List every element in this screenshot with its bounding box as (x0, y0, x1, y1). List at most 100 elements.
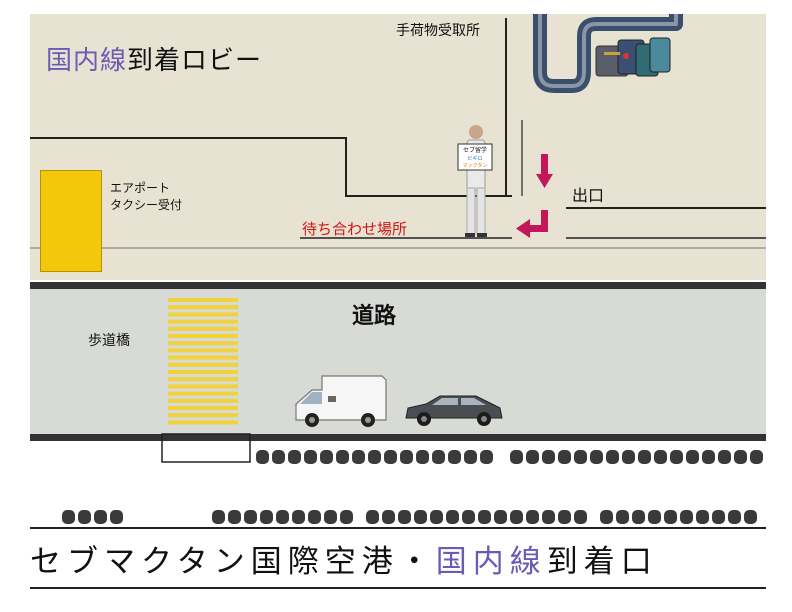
bollard (432, 450, 445, 464)
crosswalk-stripe (168, 398, 238, 403)
bollard (414, 510, 427, 524)
bollard (288, 450, 301, 464)
bollard (680, 510, 693, 524)
bollard (320, 450, 333, 464)
footer-title-suffix: 到着口 (546, 544, 658, 580)
sign-line-1: セブ留学 (463, 146, 487, 154)
meeting-point-label: 待ち合わせ場所 (302, 220, 408, 238)
crosswalk-stripe (168, 326, 238, 331)
exit-label: 出口 (572, 186, 605, 205)
bollard (304, 450, 317, 464)
footer-title-prefix: セブマクタン国際空港・ (30, 544, 436, 580)
bollard (744, 510, 757, 524)
crosswalk-stripe (168, 319, 238, 324)
bollard (702, 450, 715, 464)
taxi-label-line-1: エアポート (110, 181, 171, 195)
crosswalk-stripe (168, 370, 238, 374)
footer-title-accent: 国内線 (435, 544, 547, 580)
bollard (276, 510, 289, 524)
bollard (324, 510, 337, 524)
bollard (260, 510, 273, 524)
bollard (664, 510, 677, 524)
bollard (256, 450, 269, 464)
bollard (94, 510, 107, 524)
road-label: 道路 (352, 304, 397, 329)
bollard (606, 450, 619, 464)
bollard (638, 450, 651, 464)
bollard (212, 510, 225, 524)
white-van-icon (295, 375, 387, 427)
bollard (446, 510, 459, 524)
bollard (448, 450, 461, 464)
crosswalk-stripe (168, 298, 238, 302)
bollard (464, 450, 477, 464)
bollard (384, 450, 397, 464)
bollard (366, 510, 379, 524)
bollard (416, 450, 429, 464)
bollard (622, 450, 635, 464)
bollard (78, 510, 91, 524)
sign-line-3: マックタン (463, 162, 488, 169)
bollard (382, 510, 395, 524)
bollard (574, 450, 587, 464)
suitcases-icon (595, 37, 671, 77)
bollard (272, 450, 285, 464)
crosswalk-stripe (168, 391, 238, 396)
pedestrian-bridge-base (161, 433, 251, 463)
bollard (712, 510, 725, 524)
bollard (670, 450, 683, 464)
lobby-title-rest: 到着ロビー (127, 46, 263, 76)
greeter-person-icon (465, 125, 487, 237)
bollard (574, 510, 587, 524)
crosswalk-stripe (168, 406, 238, 410)
bollard (590, 450, 603, 464)
crosswalk-stripe (168, 348, 238, 353)
crosswalk-stripe (168, 413, 238, 418)
bollard (558, 510, 571, 524)
lobby-title-accent: 国内線 (46, 46, 128, 76)
bollard (632, 510, 645, 524)
bollard (398, 510, 411, 524)
bollard (308, 510, 321, 524)
bollard (542, 450, 555, 464)
bollard (616, 510, 629, 524)
crosswalk-stripe (168, 420, 238, 425)
bollard (526, 510, 539, 524)
crosswalk (168, 298, 238, 425)
bollard (510, 450, 523, 464)
bollard (750, 450, 763, 464)
bollard (600, 510, 613, 524)
crosswalk-stripe (168, 355, 238, 360)
bollard-rows (62, 450, 763, 524)
bollard (718, 450, 731, 464)
bollard (336, 450, 349, 464)
bollard (368, 450, 381, 464)
lower-curb (30, 434, 766, 441)
bollard (526, 450, 539, 464)
road-surface (30, 286, 766, 438)
sign-line-2: ビギロ (467, 155, 482, 162)
crosswalk-stripe (168, 305, 238, 310)
left-turn-arrow-icon (516, 210, 548, 238)
welcome-sign: セブ留学 ビギロ マックタン (457, 143, 493, 171)
bollard (292, 510, 305, 524)
bollard (478, 510, 491, 524)
crosswalk-stripe (168, 312, 238, 317)
taxi-label-line-2: タクシー受付 (110, 198, 183, 212)
bollard (480, 450, 493, 464)
bollard (400, 450, 413, 464)
baggage-conveyor-belt (538, 14, 678, 88)
upper-curb (30, 282, 766, 289)
baggage-claim-label: 手荷物受取所 (396, 23, 480, 39)
crosswalk-stripe (168, 377, 238, 382)
crosswalk-stripe (168, 334, 238, 338)
bollard (228, 510, 241, 524)
footer-title: セブマクタン国際空港・国内線到着口 (30, 536, 658, 581)
bollard (686, 450, 699, 464)
bollard (558, 450, 571, 464)
taxi-counter-marker (40, 170, 102, 272)
bollard (244, 510, 257, 524)
bollard (648, 510, 661, 524)
bollard (352, 450, 365, 464)
